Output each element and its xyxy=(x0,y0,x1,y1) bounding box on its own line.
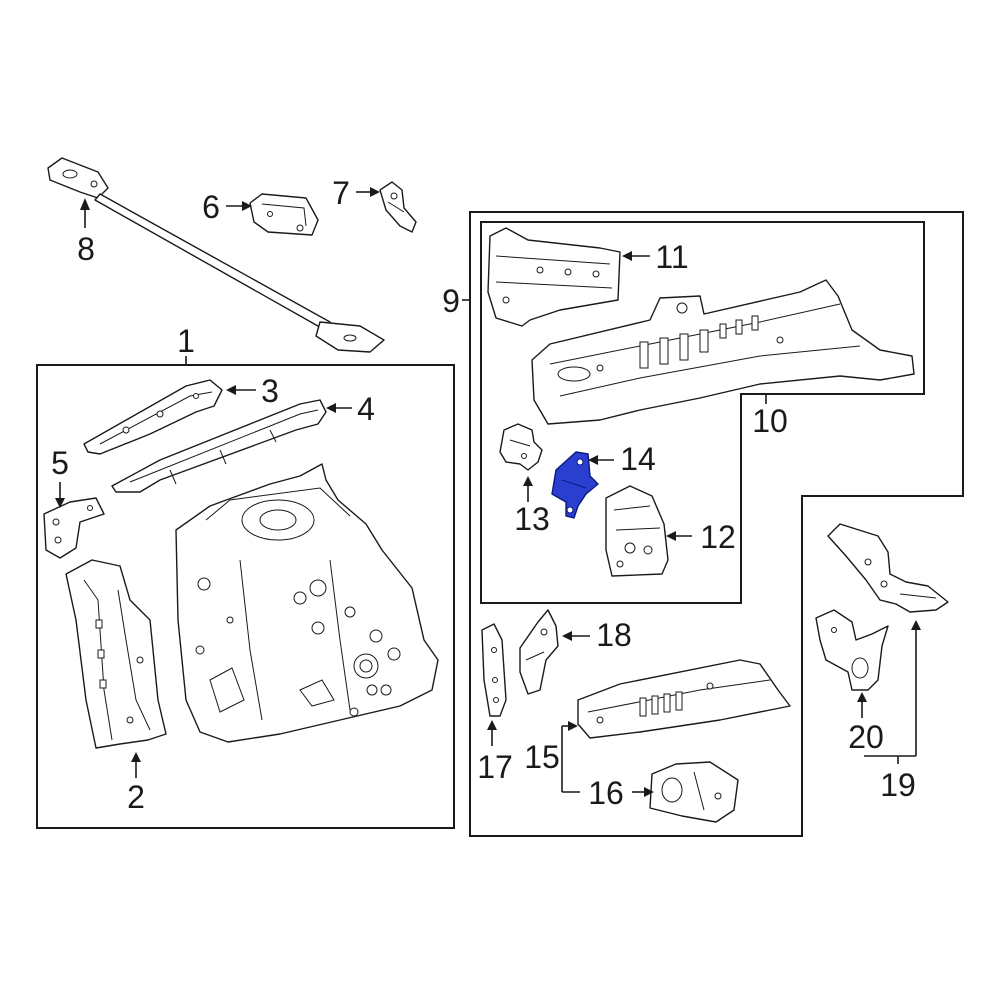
group-box-9 xyxy=(469,211,964,837)
part-4-apron-rail[interactable] xyxy=(111,399,327,493)
callout-11: 11 xyxy=(655,239,688,275)
callout-18: 18 xyxy=(596,617,632,653)
part-13-bracket[interactable] xyxy=(499,423,543,471)
callout-17: 17 xyxy=(477,749,513,785)
part-18-bracket[interactable] xyxy=(519,609,559,695)
part-11-bracket[interactable] xyxy=(487,227,621,327)
callout-3: 3 xyxy=(261,373,279,409)
callout-13: 13 xyxy=(514,501,550,537)
part-12-bracket[interactable] xyxy=(605,485,669,577)
callout-12: 12 xyxy=(700,519,736,555)
part-8-strut-brace[interactable] xyxy=(47,157,385,353)
callout-6: 6 xyxy=(202,189,220,225)
part-20-bracket[interactable] xyxy=(815,609,889,691)
part-17-pillar[interactable] xyxy=(481,623,507,717)
part-15-rail[interactable] xyxy=(577,659,791,739)
part-16-bracket[interactable] xyxy=(649,761,739,823)
callout-4: 4 xyxy=(357,391,375,427)
part-10-side-member[interactable] xyxy=(531,279,915,425)
part-14-highlighted-bracket[interactable] xyxy=(551,451,599,519)
callout-14: 14 xyxy=(620,441,656,477)
part-19-rear-member[interactable] xyxy=(827,523,949,613)
part-7-bracket[interactable] xyxy=(379,181,417,233)
callout-7: 7 xyxy=(332,175,350,211)
callout-19: 19 xyxy=(880,767,916,803)
callout-10: 10 xyxy=(752,403,788,439)
callout-16: 16 xyxy=(588,775,624,811)
callout-20: 20 xyxy=(848,719,884,755)
group-box-10 xyxy=(480,221,925,604)
group-box-1 xyxy=(36,364,455,829)
part-3-apron-upper[interactable] xyxy=(83,379,223,455)
part-2-pillar[interactable] xyxy=(65,559,167,749)
callout-labels: 1 2 3 4 5 6 7 8 9 10 11 12 13 14 15 16 1… xyxy=(51,175,916,815)
callout-8: 8 xyxy=(77,231,95,267)
part-5-bracket[interactable] xyxy=(43,497,105,559)
callout-1: 1 xyxy=(177,323,195,359)
callout-2: 2 xyxy=(127,779,145,815)
part-6-bracket[interactable] xyxy=(249,193,319,236)
callout-15: 15 xyxy=(524,739,560,775)
callout-5: 5 xyxy=(51,445,69,481)
callout-9: 9 xyxy=(442,283,460,319)
leader-lines xyxy=(55,187,921,797)
part-1-apron-assembly[interactable] xyxy=(175,463,439,743)
